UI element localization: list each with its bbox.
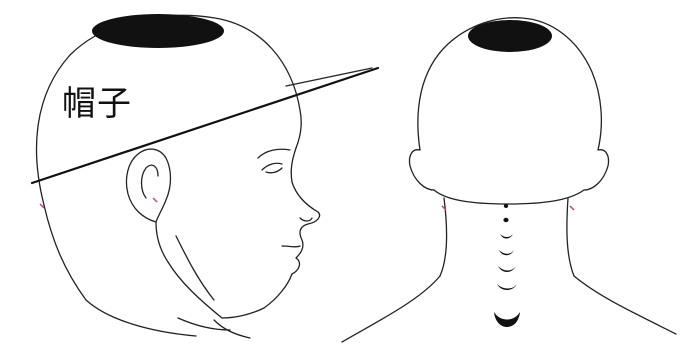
side-ear xyxy=(126,149,170,222)
vertebra-3 xyxy=(500,234,513,239)
side-ear-inner xyxy=(142,165,159,198)
vertebra-1 xyxy=(504,204,508,208)
back-ear-left xyxy=(409,150,434,190)
side-collar-crease xyxy=(178,318,230,330)
side-view-head xyxy=(32,14,378,338)
side-cheek-line xyxy=(176,236,214,300)
side-nostril xyxy=(300,218,312,221)
back-shoulder-right xyxy=(574,276,676,334)
side-brow xyxy=(258,149,290,158)
vertebra-7 xyxy=(494,312,520,327)
side-tick-ear xyxy=(153,198,157,202)
side-crown-patch xyxy=(92,14,224,48)
side-eye xyxy=(262,163,282,173)
back-ear-right xyxy=(584,150,609,190)
vertebra-4 xyxy=(499,250,514,255)
back-view-head xyxy=(342,18,676,342)
hat-label: 帽子 xyxy=(62,84,132,124)
vertebra-6 xyxy=(497,284,517,290)
side-face-profile xyxy=(222,148,320,318)
spine-vertebrae xyxy=(494,204,520,327)
back-shoulder-left xyxy=(342,276,440,342)
back-head-base xyxy=(434,190,584,204)
side-mouth xyxy=(282,246,300,247)
vertebra-2 xyxy=(503,218,508,222)
side-jaw-line xyxy=(156,222,222,318)
back-crown-patch xyxy=(468,20,552,52)
vertebra-5 xyxy=(498,266,516,272)
back-tick-right xyxy=(570,206,574,210)
